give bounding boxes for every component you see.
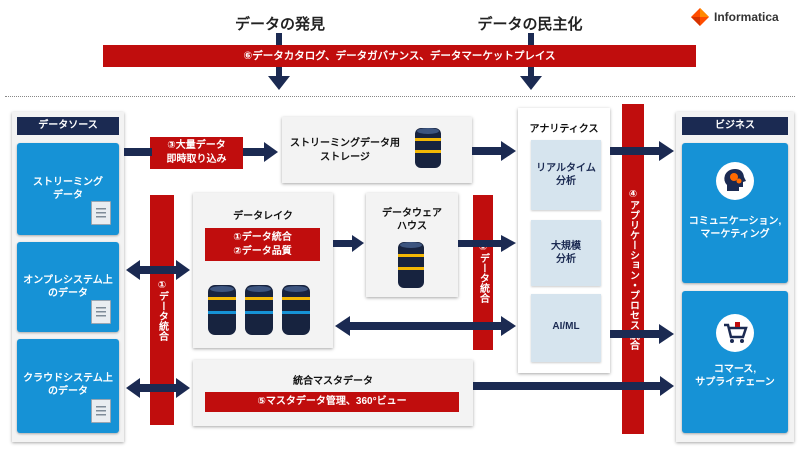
data-warehouse-title: データウェア ハウス xyxy=(382,208,442,232)
analytics-card-aiml-label: AI/ML xyxy=(552,321,580,332)
analytics-card-largescale-label: 大規模 分析 xyxy=(551,241,581,265)
analytics-card-aiml: AI/ML xyxy=(531,294,601,362)
source-streaming: ストリーミング データ xyxy=(17,143,119,235)
source-cloud-label: クラウドシステム上 のデータ xyxy=(23,373,113,397)
document-icon xyxy=(91,300,111,324)
integration-bar-mid-label: ①データ統合 xyxy=(477,242,489,303)
arrow-source-mdm-double xyxy=(126,378,190,398)
data-discovery-label: データの発見 xyxy=(234,16,325,33)
master-data-panel: 統合マスタデータ ⑤マスタデータ管理、360°ビュー xyxy=(193,360,473,426)
database-icon-lake-2 xyxy=(245,285,273,335)
arrow-ingest-to-storage xyxy=(243,142,278,162)
business-communication-label: コミュニケーション, マーケティング xyxy=(688,216,782,240)
analytics-card-realtime: リアルタイム 分析 xyxy=(531,140,601,210)
head-gears-icon xyxy=(716,162,754,200)
logo-text: Informatica xyxy=(714,10,779,24)
arrow-warehouse-to-analytics xyxy=(458,235,516,252)
document-icon xyxy=(91,201,111,225)
app-integration-bar: ④アプリケーション・プロセス統合 xyxy=(622,104,644,434)
realtime-ingest-badge: ③大量データ 即時取り込み xyxy=(150,137,243,169)
analytics-title: アナリティクス xyxy=(529,124,599,135)
database-icon-lake-1 xyxy=(208,285,236,335)
arrow-source-to-ingest xyxy=(124,148,152,156)
data-sources-title: データソース xyxy=(17,117,119,135)
source-onprem-label: オンプレシステム上 のデータ xyxy=(23,275,113,299)
data-democratization-label: データの民主化 xyxy=(477,16,583,33)
business-commerce-label: コマース, サプライチェーン xyxy=(695,364,775,388)
master-data-badge: ⑤マスタデータ管理、360°ビュー xyxy=(205,392,459,412)
informatica-logo: Informatica xyxy=(690,6,798,28)
data-lake-badge: ①データ統合 ②データ品質 xyxy=(205,228,320,261)
shopping-cart-icon xyxy=(716,314,754,352)
source-onprem: オンプレシステム上 のデータ xyxy=(17,242,119,332)
streaming-storage-label: ストリーミングデータ用 ストレージ xyxy=(290,138,400,163)
source-cloud: クラウドシステム上 のデータ xyxy=(17,339,119,433)
business-commerce-supplychain: コマース, サプライチェーン xyxy=(682,291,788,433)
arrow-lake-to-warehouse xyxy=(333,235,364,252)
informatica-logo-icon xyxy=(691,8,709,26)
database-icon-streaming xyxy=(415,128,441,168)
database-icon-lake-3 xyxy=(282,285,310,335)
app-integration-bar-label: ④アプリケーション・プロセス統合 xyxy=(627,188,639,350)
business-communication-marketing: コミュニケーション, マーケティング xyxy=(682,143,788,283)
source-streaming-label: ストリーミング データ xyxy=(33,177,103,201)
arrow-mdm-to-business xyxy=(473,376,674,396)
catalog-governance-banner: ⑥データカタログ、データガバナンス、データマーケットプレイス xyxy=(103,45,696,67)
database-icon-warehouse xyxy=(398,242,424,288)
data-lake-title: データレイク xyxy=(233,211,293,222)
analytics-card-largescale: 大規模 分析 xyxy=(531,220,601,286)
document-icon xyxy=(91,399,111,423)
arrow-storage-to-analytics xyxy=(472,141,516,161)
arrow-source-lake-double xyxy=(126,260,190,280)
analytics-card-realtime-label: リアルタイム 分析 xyxy=(536,163,596,187)
master-data-title: 統合マスタデータ xyxy=(293,376,373,387)
arrow-analytics-lake-double xyxy=(335,316,516,336)
integration-bar-left-label: ①データ統合 xyxy=(156,279,168,341)
section-divider xyxy=(5,96,795,97)
arrow-analytics-to-business-2 xyxy=(610,324,674,344)
business-title: ビジネス xyxy=(682,117,788,135)
arrow-analytics-to-business xyxy=(610,141,674,161)
integration-bar-mid: ①データ統合 xyxy=(473,195,493,350)
